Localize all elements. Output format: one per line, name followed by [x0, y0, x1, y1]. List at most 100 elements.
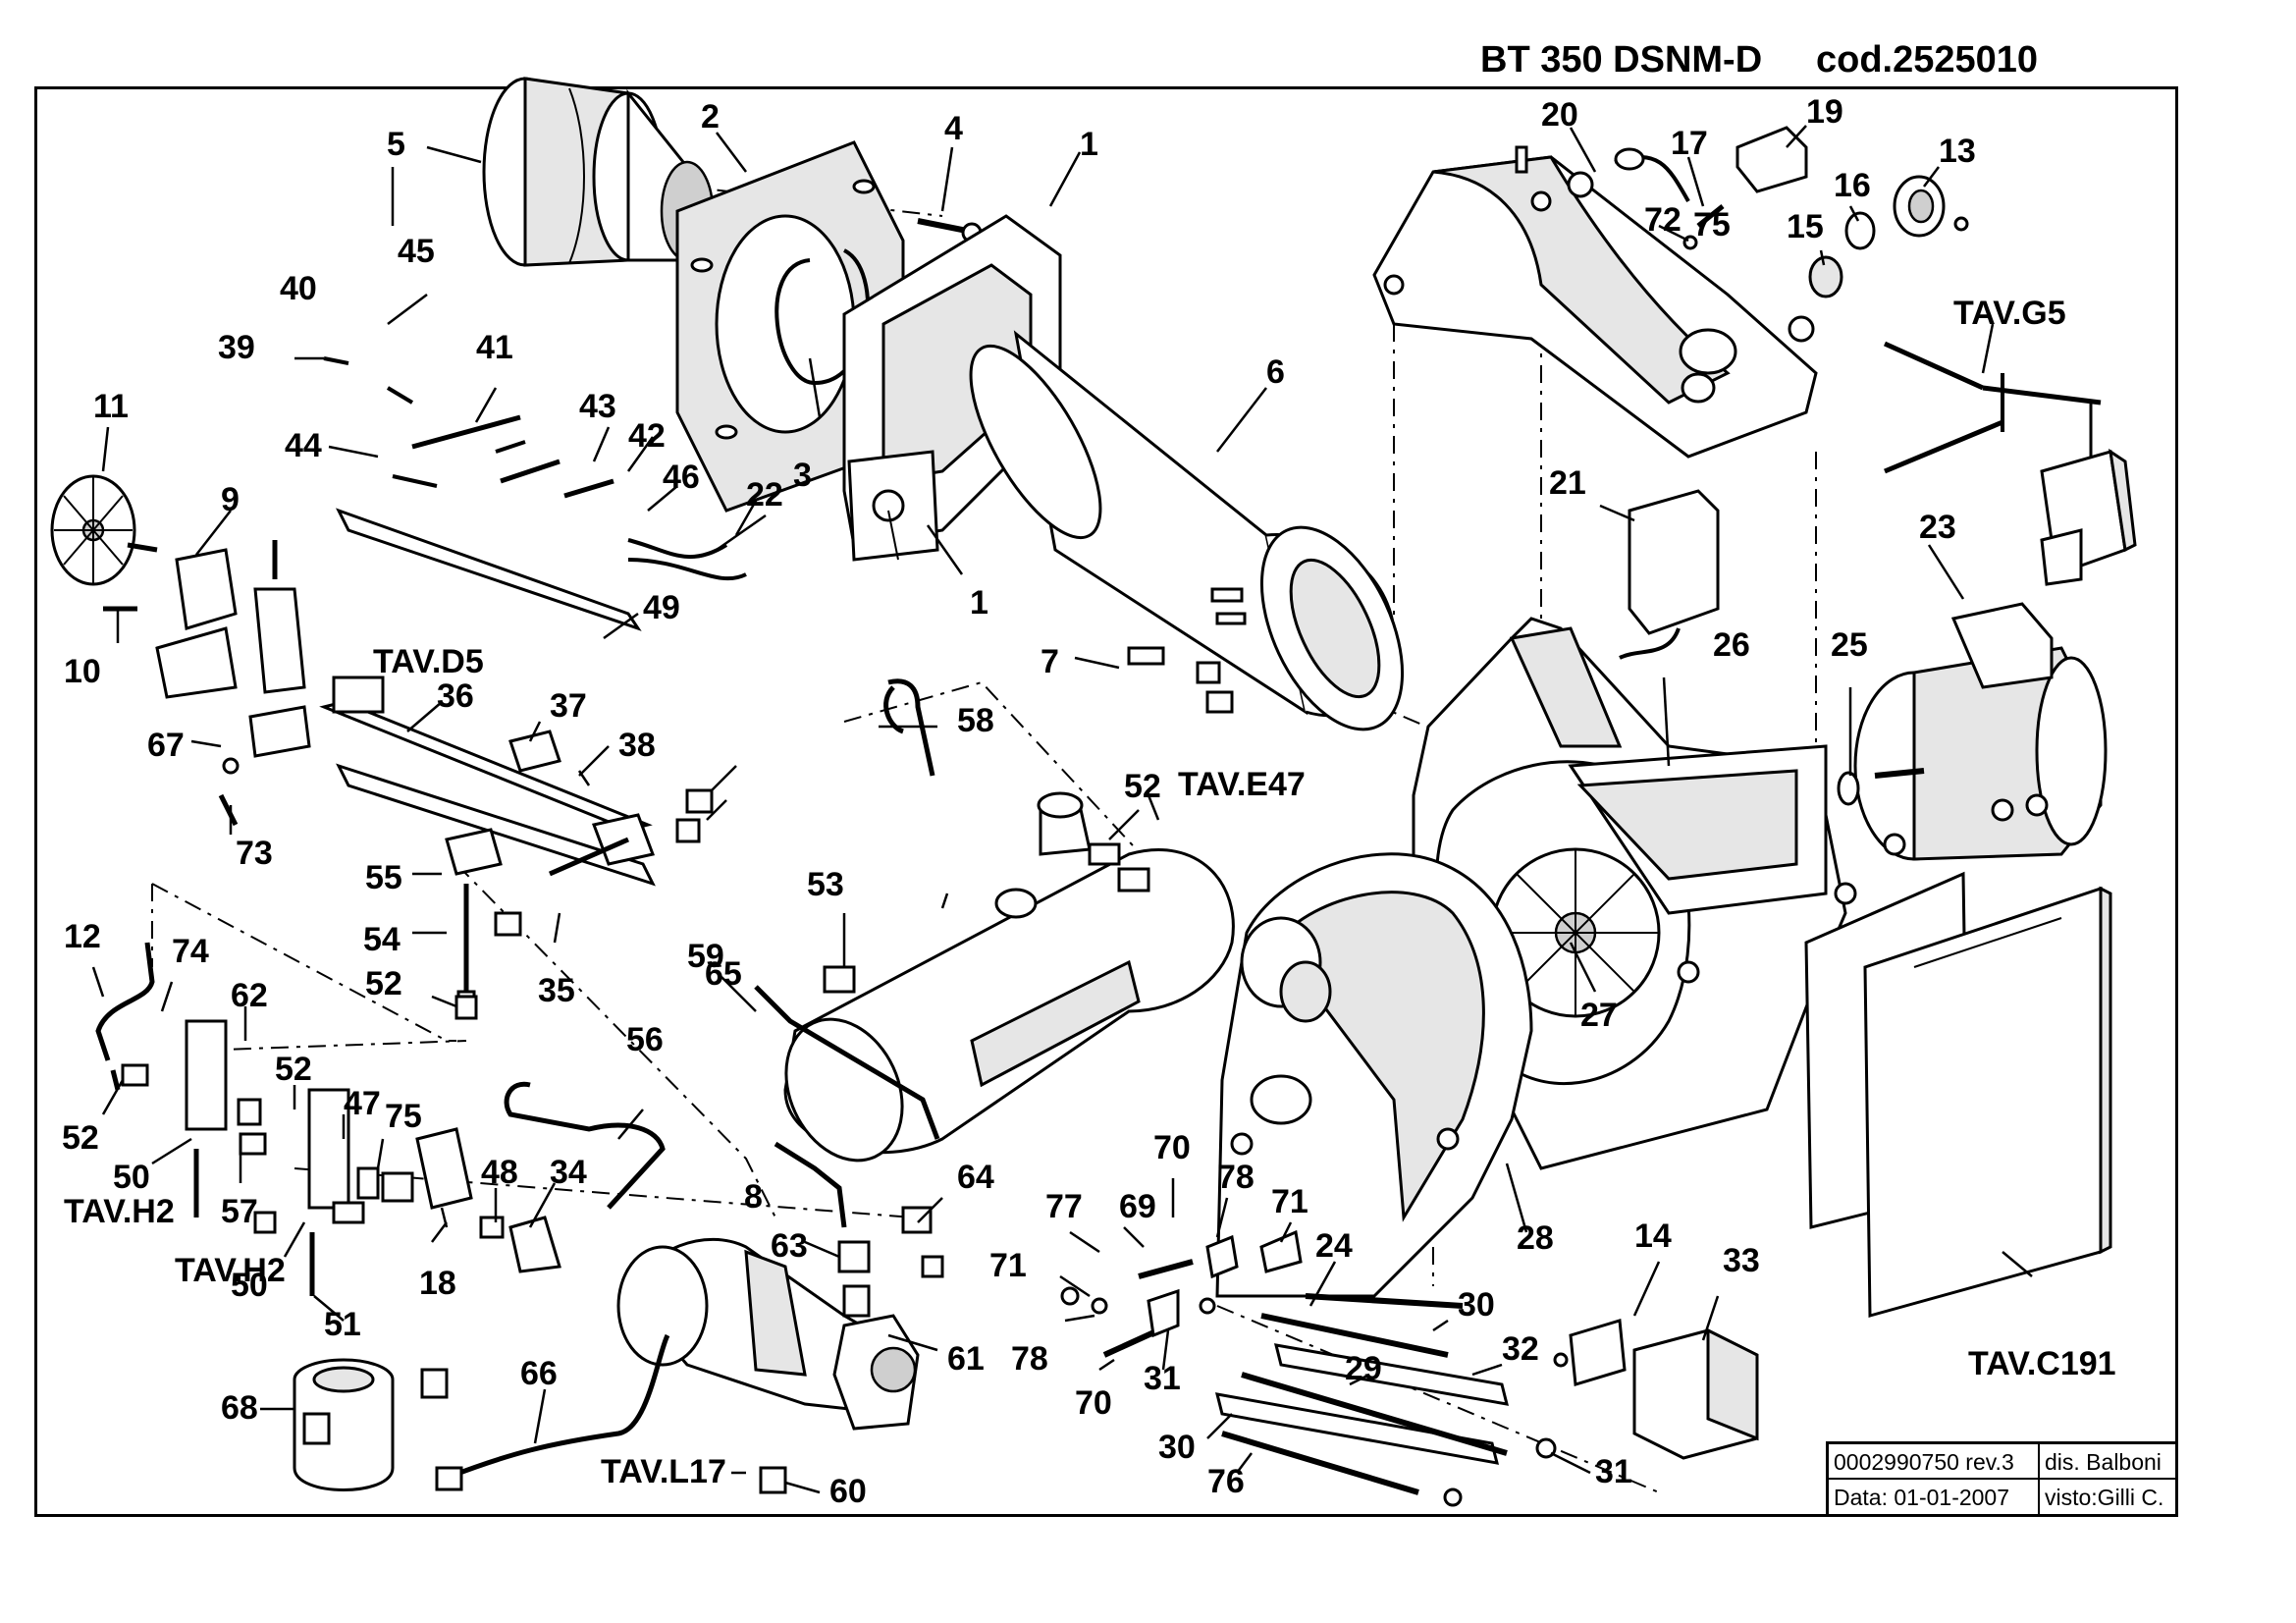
callout-label: 39: [218, 329, 255, 366]
callout-label: 7: [1041, 643, 1059, 680]
callout-label: 66: [520, 1355, 558, 1392]
valve-body-tank: [783, 791, 1235, 1163]
drawing-number: 0002990750 rev.3: [1829, 1444, 2040, 1480]
model-name: BT 350 DSNM-D: [1480, 39, 1763, 81]
callout-label: TAV.L17: [601, 1453, 726, 1490]
callout-label: TAV.G5: [1953, 295, 2066, 332]
oil-pump-motor: [435, 1237, 920, 1494]
callout-label: 59: [687, 938, 724, 975]
callout-label: 17: [1671, 125, 1708, 162]
callout-label: 31: [1595, 1453, 1632, 1490]
callout-label: 75: [1693, 206, 1731, 243]
callout-label: 65: [705, 955, 742, 993]
callout-label: 19: [1806, 93, 1843, 131]
callout-label: 70: [1075, 1384, 1112, 1422]
callout-label: 32: [1502, 1330, 1539, 1368]
callout-label: 8: [744, 1178, 763, 1216]
callout-label: 35: [538, 972, 575, 1009]
callout-label: 37: [550, 687, 587, 725]
callout-label: 71: [1271, 1183, 1308, 1220]
callout-label: 1: [970, 584, 988, 622]
pipes: [95, 678, 940, 1228]
callout-label: 28: [1517, 1219, 1554, 1257]
callout-label: 44: [285, 427, 322, 464]
drawing-date: Data: 01-01-2007: [1829, 1480, 2040, 1515]
callout-label: 40: [280, 270, 317, 307]
title-block: 0002990750 rev.3 dis. Balboni Data: 01-0…: [1826, 1441, 2178, 1516]
left-mechanism: [50, 474, 311, 827]
callout-label: 12: [64, 918, 101, 955]
callout-label: 48: [481, 1154, 518, 1191]
callout-label: 13: [1939, 133, 1976, 170]
callout-label: 57: [221, 1193, 258, 1230]
callout-label: 61: [947, 1340, 985, 1378]
callout-label: 21: [1549, 464, 1586, 502]
callout-label: 33: [1723, 1242, 1760, 1279]
callout-label: TAV.C191: [1968, 1345, 2116, 1382]
callout-label: 51: [324, 1306, 361, 1343]
callout-label: 62: [231, 977, 268, 1014]
callout-label: TAV.H2: [64, 1193, 175, 1230]
regulation-rails: [319, 356, 747, 1013]
callout-label: 41: [476, 329, 513, 366]
callout-label: 76: [1207, 1463, 1245, 1500]
callout-label: 24: [1315, 1227, 1353, 1265]
approved-by: visto:Gilli C.: [2045, 1485, 2164, 1510]
callout-label: 15: [1787, 208, 1824, 245]
callout-label: 9: [221, 481, 240, 518]
callout-label: 75: [385, 1098, 422, 1135]
callout-label: 68: [221, 1389, 258, 1427]
electrical-parts: [1553, 1319, 1759, 1460]
callout-label: 26: [1713, 626, 1750, 664]
callout-label: 23: [1919, 509, 1956, 546]
callout-label: 42: [628, 417, 666, 455]
callout-label: 52: [275, 1051, 312, 1088]
callout-label: 72: [1644, 201, 1682, 239]
callout-label: 63: [771, 1227, 808, 1265]
callout-label: TAV.H2: [175, 1252, 286, 1289]
callout-label: 73: [236, 835, 273, 872]
callout-label: 54: [363, 921, 400, 958]
side-cover: [1804, 871, 2112, 1318]
upper-cover: [1372, 155, 1818, 459]
callout-label: 50: [231, 1267, 268, 1304]
callout-label: 5: [387, 126, 405, 163]
callout-label: 74: [172, 933, 209, 970]
callout-label: 64: [957, 1159, 994, 1196]
callout-label: 29: [1345, 1350, 1382, 1387]
callout-label: 6: [1266, 353, 1285, 391]
callout-label: 52: [365, 965, 402, 1002]
callout-label: 50: [113, 1159, 150, 1196]
bottom-hardware: [1060, 1229, 1557, 1507]
callout-label: 43: [579, 388, 616, 425]
callout-label: 77: [1045, 1188, 1083, 1225]
callout-label: 70: [1153, 1129, 1191, 1166]
oil-filter: [293, 1358, 449, 1491]
callout-label: 53: [807, 866, 844, 903]
callout-label: TAV.E47: [1178, 766, 1306, 803]
callout-label: 60: [829, 1473, 867, 1510]
callout-label: 52: [1124, 768, 1161, 805]
callout-label: 34: [550, 1154, 587, 1191]
callout-label: 31: [1144, 1360, 1181, 1397]
callout-label: 56: [626, 1021, 664, 1058]
callout-label: 49: [643, 589, 680, 626]
callout-label: 67: [147, 727, 185, 764]
servo-linkage: [1883, 341, 2137, 586]
callout-label: 20: [1541, 96, 1578, 134]
drawing-frame: [34, 86, 2178, 1517]
callout-label: TAV.D5: [373, 643, 484, 680]
callout-label: 11: [93, 388, 129, 425]
callout-label: 69: [1119, 1188, 1156, 1225]
callout-label: 22: [746, 476, 783, 514]
drawing-code: cod.2525010: [1816, 39, 2039, 81]
leader-lines: [91, 125, 2033, 1494]
callout-label: 46: [663, 459, 700, 496]
callout-label: 2: [701, 98, 720, 135]
callout-label: 14: [1634, 1217, 1672, 1255]
designer: dis. Balboni: [2040, 1444, 2178, 1480]
blast-tube-nozzle: [482, 77, 715, 267]
air-intake-housing: [1215, 852, 1533, 1298]
